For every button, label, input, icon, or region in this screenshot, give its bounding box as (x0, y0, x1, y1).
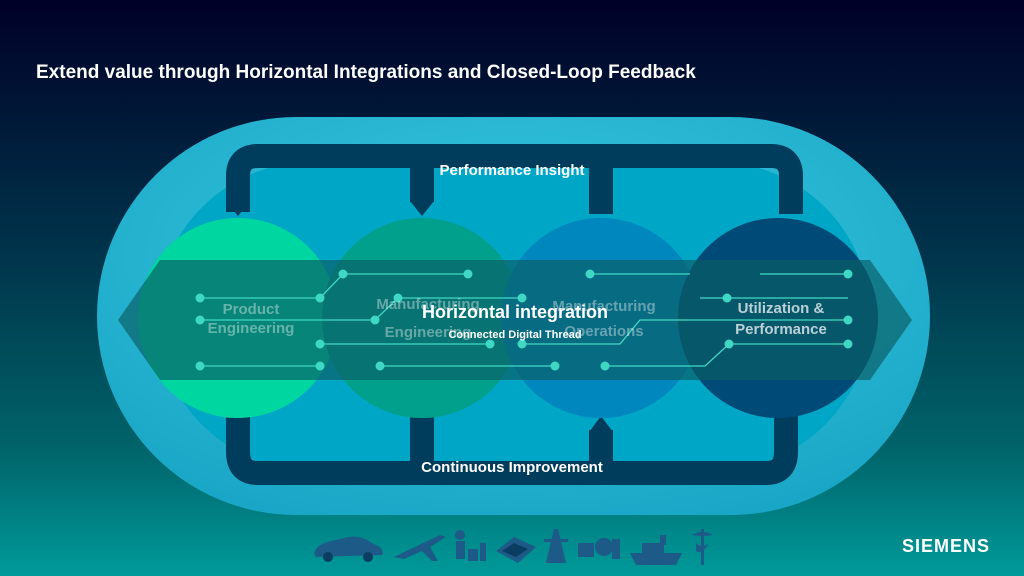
slide-title: Extend value through Horizontal Integrat… (36, 62, 696, 83)
energy-tower-icon (544, 529, 568, 563)
industry-icons (314, 529, 713, 565)
stage-label-line2: Engineering (208, 320, 295, 337)
digital-thread-nodes (195, 269, 853, 371)
integration-subtitle: Connected Digital Thread (448, 329, 581, 341)
consumer-goods-icon (455, 530, 486, 561)
stage-label-line1: Utilization & (738, 300, 825, 317)
performance-insight-loop (226, 144, 803, 214)
stage-label-line1: Manufacturing (376, 296, 479, 313)
loop-arrow-up (589, 416, 613, 432)
continuous-improvement-loop (226, 416, 798, 485)
horizontal-integration-band (118, 260, 912, 380)
siemens-logo: SIEMENS (901, 536, 990, 556)
machinery-icon (578, 538, 620, 559)
stage-label-line2: Operations (564, 323, 643, 340)
stage-label-line2: Engineering (385, 324, 472, 341)
loop-label-bottom: Continuous Improvement (421, 459, 603, 476)
loop-arrow-up (774, 416, 798, 432)
stage-label-line2: Performance (735, 321, 827, 338)
loop-arrow-down (410, 201, 434, 216)
digital-thread-lines (200, 273, 848, 367)
loop-label-top: Performance Insight (439, 162, 584, 179)
stage-label-line1: Product (223, 301, 280, 318)
loop-connector (410, 416, 434, 462)
car-icon (314, 536, 383, 562)
ship-icon (630, 535, 682, 565)
loop-arrow-down (226, 201, 250, 216)
loop-connector (589, 430, 613, 462)
electronics-icon (496, 537, 536, 563)
integration-title: Horizontal integration (422, 302, 608, 322)
stage-label-line1: Manufacturing (552, 298, 655, 315)
loop-connector (410, 168, 434, 202)
airplane-icon (394, 535, 446, 561)
loop-connector (589, 168, 613, 214)
medical-caduceus-icon (692, 529, 713, 565)
